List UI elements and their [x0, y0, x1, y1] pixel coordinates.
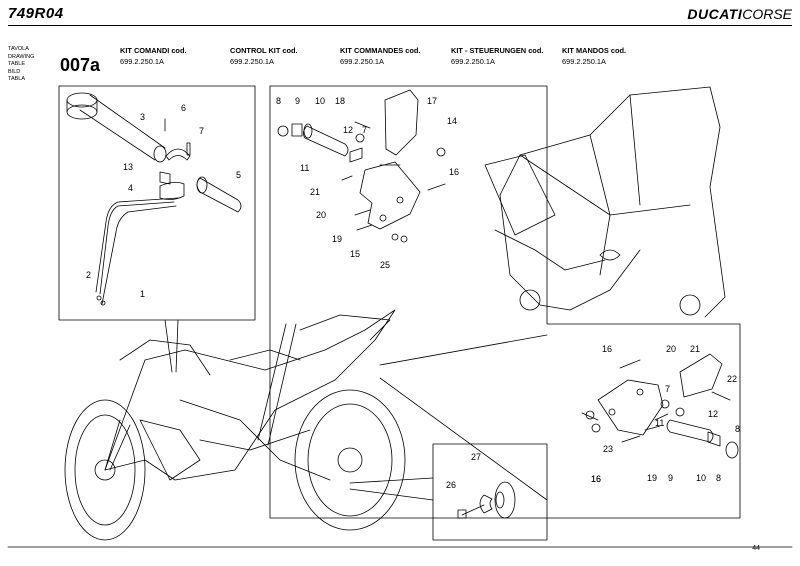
throttle-assembly — [66, 92, 242, 306]
kit-code: 699.2.250.1A — [451, 57, 495, 66]
page-number: 44 — [752, 545, 760, 552]
brand-logo-bold: DUCATI — [687, 6, 743, 22]
callout-label: 16 — [591, 474, 601, 484]
kit-name: KIT COMANDI cod. — [120, 46, 187, 55]
language-label: DRAWING — [8, 53, 35, 60]
callout-label: 4 — [128, 183, 133, 193]
language-label: TABLA — [8, 76, 26, 83]
model-code: 749R04 — [8, 5, 64, 22]
kit-fr: KIT COMMANDES cod. 699.2.250.1A — [340, 45, 420, 67]
callout-label: 7 — [665, 384, 670, 394]
callout-label: 20 — [316, 210, 326, 220]
callout-label: 21 — [690, 344, 700, 354]
callout-label: 25 — [380, 260, 390, 270]
kit-code: 699.2.250.1A — [120, 57, 164, 66]
callout-label: 6 — [181, 103, 186, 113]
callout-label: 13 — [123, 162, 133, 172]
kit-en: CONTROL KIT cod. 699.2.250.1A — [230, 45, 298, 67]
kit-code: 699.2.250.1A — [340, 57, 384, 66]
callout-label: 11 — [300, 163, 309, 173]
kit-name: CONTROL KIT cod. — [230, 46, 298, 55]
callout-label: 5 — [236, 170, 241, 180]
kit-es: KIT MANDOS cod. 699.2.250.1A — [562, 45, 626, 67]
footrest-detail-box-left — [269, 85, 548, 519]
callout-label: 10 — [696, 473, 706, 483]
callout-label: 23 — [603, 444, 613, 454]
language-label: TABLE — [8, 61, 26, 68]
callout-label: 26 — [446, 480, 456, 490]
callout-label: 16 — [449, 167, 459, 177]
callout-label: 11 — [655, 418, 664, 428]
callout-label: 16 — [602, 344, 612, 354]
callout-label: 14 — [447, 116, 457, 126]
callout-label: 7 — [362, 125, 367, 135]
callout-label: 19 — [332, 234, 342, 244]
footrest-right-assembly — [581, 353, 739, 459]
kit-name: KIT COMMANDES cod. — [340, 46, 421, 55]
kit-name: KIT - STEUERUNGEN cod. — [451, 46, 544, 55]
header-rule — [8, 25, 792, 26]
callout-label: 21 — [310, 187, 320, 197]
callout-label: 9 — [668, 473, 673, 483]
callout-label: 10 — [315, 96, 325, 106]
callout-label: 8 — [735, 424, 740, 434]
callout-label: 2 — [86, 270, 91, 280]
callout-label: 3 — [140, 112, 145, 122]
callout-label: 7 — [199, 126, 204, 136]
callout-label: 22 — [727, 374, 737, 384]
motorcycle-drawing — [64, 309, 406, 541]
callout-label: 8 — [716, 473, 721, 483]
callout-label: 17 — [427, 96, 437, 106]
callout-label: 1 — [140, 289, 145, 299]
callout-label: 8 — [276, 96, 281, 106]
footrest-left-assembly — [277, 89, 446, 243]
kit-code: 699.2.250.1A — [562, 57, 606, 66]
table-code: 007a — [60, 55, 101, 75]
callout-label: 20 — [666, 344, 676, 354]
language-label: TAVOLA — [8, 46, 29, 52]
language-label: BILD — [8, 68, 21, 75]
brand-logo-light: CORSE — [742, 6, 792, 22]
stand-bobbin-parts — [457, 481, 516, 519]
callout-label: 16 — [591, 474, 601, 484]
part-labels: 3 6 7 13 5 4 2 1 8 9 10 18 17 12 7 14 11… — [86, 96, 740, 490]
frame-drawing — [484, 86, 726, 318]
stand-bobbin-box — [432, 443, 548, 541]
kit-name: KIT MANDOS cod. — [562, 46, 627, 55]
callout-label: 12 — [708, 409, 718, 419]
language-list: TAVOLA DRAWING TABLE BILD TABLA — [8, 46, 34, 84]
callout-label: 27 — [471, 452, 481, 462]
throttle-detail-box — [58, 85, 256, 321]
leader-lines — [164, 319, 548, 501]
footrest-detail-box — [269, 85, 741, 519]
callout-label: 12 — [343, 125, 353, 135]
callout-label: 9 — [295, 96, 300, 106]
kit-code: 699.2.250.1A — [230, 57, 274, 66]
callout-label: 19 — [647, 473, 657, 483]
kit-it: KIT COMANDI cod. 699.2.250.1A — [120, 45, 187, 67]
kit-de: KIT - STEUERUNGEN cod. 699.2.250.1A — [451, 45, 543, 67]
callout-label: 18 — [335, 96, 345, 106]
callout-label: 15 — [350, 249, 360, 259]
brand-logo: DUCATICORSE — [687, 6, 792, 22]
